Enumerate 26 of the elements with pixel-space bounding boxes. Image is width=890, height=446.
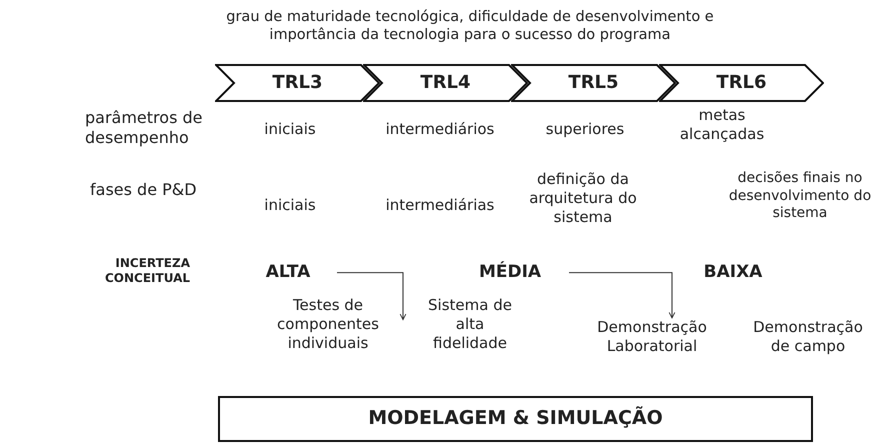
title-text: grau de maturidade tecnológica, dificuldade de desenvolvimento e importância da tecnologia para o sucesso do programa [225, 8, 715, 44]
level-text: MÉDIA [455, 262, 565, 284]
cell-text: intermediárias [384, 196, 496, 215]
cell-text: Testes de componentes individuais [276, 296, 380, 352]
chevron-step: TRL4 [363, 64, 528, 102]
arrow [336, 272, 406, 320]
row-label: INCERTEZA CONCEITUAL [104, 256, 190, 286]
arrow [568, 272, 676, 318]
cell-text: Demonstração de campo [752, 318, 864, 356]
level-text: ALTA [243, 262, 333, 284]
row-label: parâmetros de desempenho [85, 108, 204, 148]
cell-text: intermediários [384, 120, 496, 139]
cell-text: definição da arquitetura do sistema [528, 170, 638, 226]
chevron-step: TRL6 [659, 64, 824, 102]
cell-text: superiores [544, 120, 626, 139]
row-label: fases de P&D [90, 180, 198, 200]
chevron-step: TRL3 [215, 64, 380, 102]
cell-text: iniciais [263, 120, 317, 139]
cell-text: iniciais [263, 196, 317, 215]
cell-text: decisões finais no desenvolvimento do sistema [728, 170, 872, 222]
level-text: BAIXA [702, 262, 764, 284]
chevron-step: TRL5 [511, 64, 676, 102]
cell-text: Demonstração Laboratorial [582, 318, 722, 356]
cell-text: Sistema de alta fidelidade [427, 296, 513, 352]
banner-box: MODELAGEM & SIMULAÇÃO [218, 396, 813, 442]
cell-text: metas alcançadas [678, 106, 766, 144]
